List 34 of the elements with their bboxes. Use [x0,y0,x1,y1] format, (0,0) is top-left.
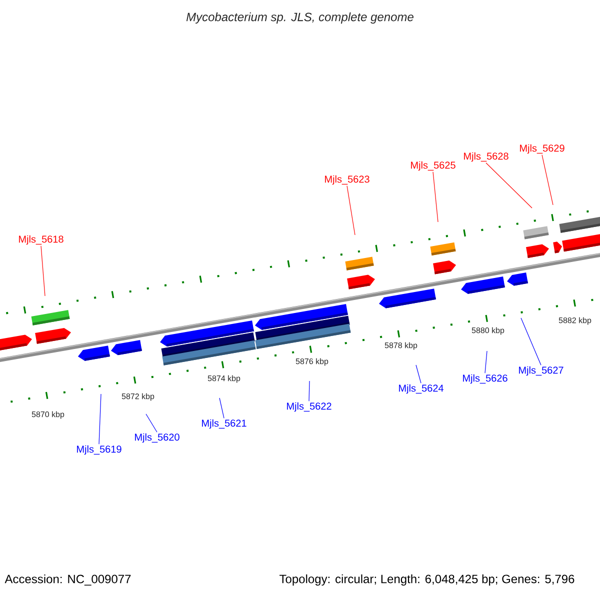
leader-line [40,246,46,296]
leader-line [98,394,102,444]
gene-label: Mjls_5623 [325,175,370,185]
scale-label: 5882 kbp [558,317,592,325]
leader-line [219,398,224,418]
footer-text: Topology: circular; Length: 6,048,425 bp; Genes: 5,796 [280,574,574,586]
gene-label: Mjls_5620 [135,433,180,443]
gene-label: Mjls_5619 [77,445,122,455]
gene-label: Mjls_5621 [202,419,246,429]
footer-text: Accession: NC_009077 [4,574,131,586]
gene-label: Mjls_5626 [463,374,508,384]
gene-label: Mjls_5618 [19,235,64,245]
gene-label: Mjls_5622 [287,402,332,412]
scale-label: 5874 kbp [208,375,240,383]
scale-label: 5876 kbp [296,358,328,366]
scale-label: 5878 kbp [384,342,418,350]
gene-label: Mjls_5624 [399,384,444,394]
leader-line [486,162,532,208]
scale-label: 5872 kbp [122,393,154,401]
gene-label: Mjls_5628 [464,152,508,162]
leader-line [432,172,438,222]
leader-line [346,186,356,236]
scale-label: 5880 kbp [472,327,504,335]
leader-line [308,380,310,402]
leader-line [520,318,542,366]
leader-line [146,414,158,432]
leader-line [484,350,488,374]
gene-label: Mjls_5625 [411,161,456,171]
title: Mycobacterium sp. JLS, complete genome [186,12,414,24]
gene-label: Mjls_5627 [519,366,564,376]
leader-line [542,154,554,206]
scale-label: 5870 kbp [32,411,64,419]
leader-line [416,364,422,384]
gene-label: Mjls_5629 [520,144,564,154]
